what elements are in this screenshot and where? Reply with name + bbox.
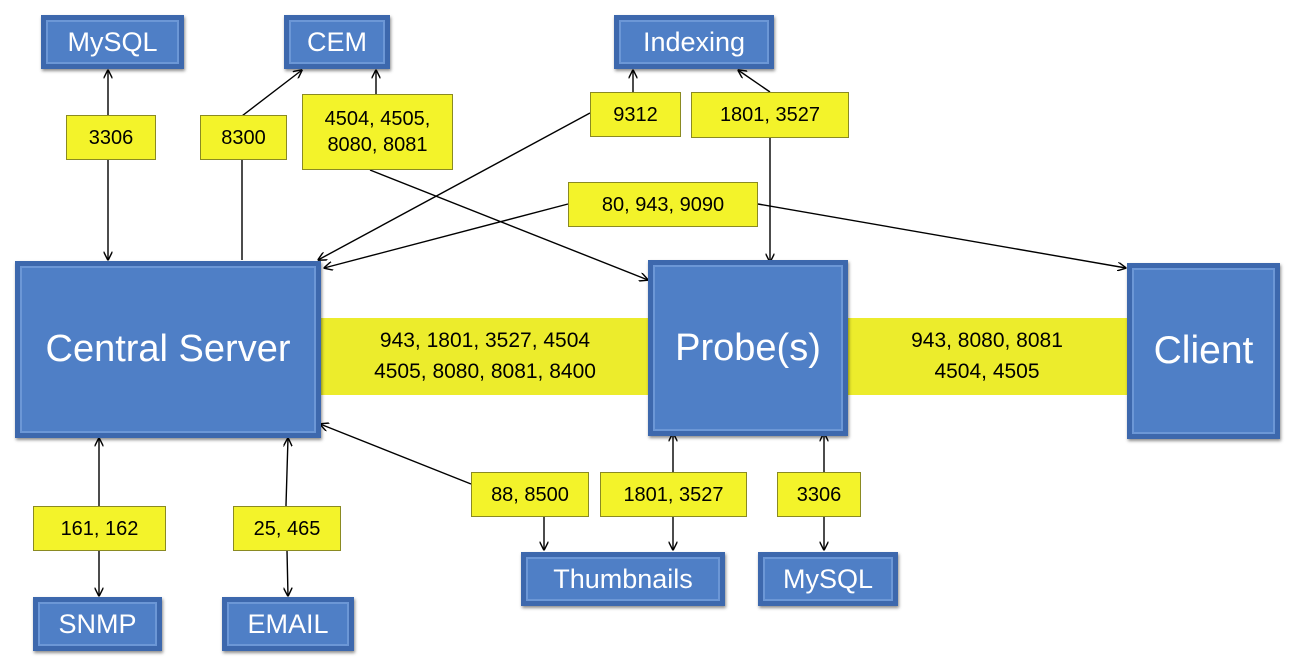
client-node[interactable]: Client xyxy=(1127,263,1280,439)
port-text-mysql-top: 3306 xyxy=(88,126,134,149)
cem-node[interactable]: CEM xyxy=(284,15,390,69)
central-server-node[interactable]: Central Server xyxy=(15,261,321,438)
port-label-mysql-bottom: 3306 xyxy=(777,472,861,517)
port-text-indexing-central: 9312 xyxy=(613,103,658,126)
port-label-thumbnails-probe: 1801, 3527 xyxy=(600,472,747,517)
port-text-cem-probe-line1: 4504, 4505, xyxy=(324,108,431,130)
wire-client-right xyxy=(757,203,1126,268)
mysql-bottom-label: MySQL xyxy=(782,563,874,594)
port-label-indexing-central: 9312 xyxy=(590,92,681,137)
port-label-mysql-top: 3306 xyxy=(66,115,156,160)
wire-cem-central xyxy=(241,70,302,260)
central-probe-ports-line2: 4505, 8080, 8081, 8400 xyxy=(374,359,596,383)
mysql-bottom-node[interactable]: MySQL xyxy=(758,552,898,606)
client-label: Client xyxy=(1153,329,1254,372)
probe-client-ports-line1: 943, 8080, 8081 xyxy=(911,329,1063,353)
wire-thumb-central xyxy=(320,424,472,485)
wire-indexing-central xyxy=(318,112,591,260)
central-server-label: Central Server xyxy=(45,328,291,370)
central-probe-band: 943, 1801, 3527, 4504 4505, 8080, 8081, … xyxy=(320,318,650,395)
port-label-indexing-probe: 1801, 3527 xyxy=(691,92,849,138)
email-label: EMAIL xyxy=(247,608,329,639)
indexing-label: Indexing xyxy=(642,26,746,57)
wire-client-central xyxy=(324,203,569,268)
port-label-cem-central: 8300 xyxy=(200,115,287,160)
port-label-email: 25, 465 xyxy=(233,506,341,551)
central-probe-ports-line1: 943, 1801, 3527, 4504 xyxy=(379,329,591,353)
port-text-email: 25, 465 xyxy=(253,517,321,540)
mysql-top-node[interactable]: MySQL xyxy=(41,15,184,69)
port-text-thumbnails-probe: 1801, 3527 xyxy=(623,483,724,506)
thumbnails-label: Thumbnails xyxy=(553,563,693,594)
port-text-cem-central: 8300 xyxy=(221,126,266,149)
port-label-thumbnails-central: 88, 8500 xyxy=(471,472,589,517)
indexing-node[interactable]: Indexing xyxy=(614,15,774,69)
email-node[interactable]: EMAIL xyxy=(222,597,354,651)
port-text-cem-probe-line2: 8080, 8081 xyxy=(327,134,428,156)
port-label-cem-probe: 4504, 4505, 8080, 8081 xyxy=(302,94,453,170)
port-label-snmp: 161, 162 xyxy=(33,506,166,551)
wire-email xyxy=(286,438,288,596)
port-text-thumbnails-central: 88, 8500 xyxy=(491,483,569,506)
mysql-top-label: MySQL xyxy=(67,26,158,57)
wire-cem-probe xyxy=(369,169,648,280)
port-text-indexing-probe: 1801, 3527 xyxy=(719,104,821,126)
cem-label: CEM xyxy=(307,26,367,57)
snmp-node[interactable]: SNMP xyxy=(33,597,162,651)
probes-label: Probe(s) xyxy=(675,326,821,369)
snmp-label: SNMP xyxy=(58,608,137,639)
wire-indexing-probe-top xyxy=(738,70,771,93)
port-text-mysql-bottom: 3306 xyxy=(796,483,842,506)
port-label-client-central: 80, 943, 9090 xyxy=(568,182,758,227)
probes-node[interactable]: Probe(s) xyxy=(648,260,848,436)
thumbnails-node[interactable]: Thumbnails xyxy=(521,552,725,606)
port-text-snmp: 161, 162 xyxy=(60,517,139,540)
port-text-client-central: 80, 943, 9090 xyxy=(601,193,725,216)
probe-client-band: 943, 8080, 8081 4504, 4505 xyxy=(846,318,1128,395)
probe-client-ports-line2: 4504, 4505 xyxy=(934,359,1040,383)
